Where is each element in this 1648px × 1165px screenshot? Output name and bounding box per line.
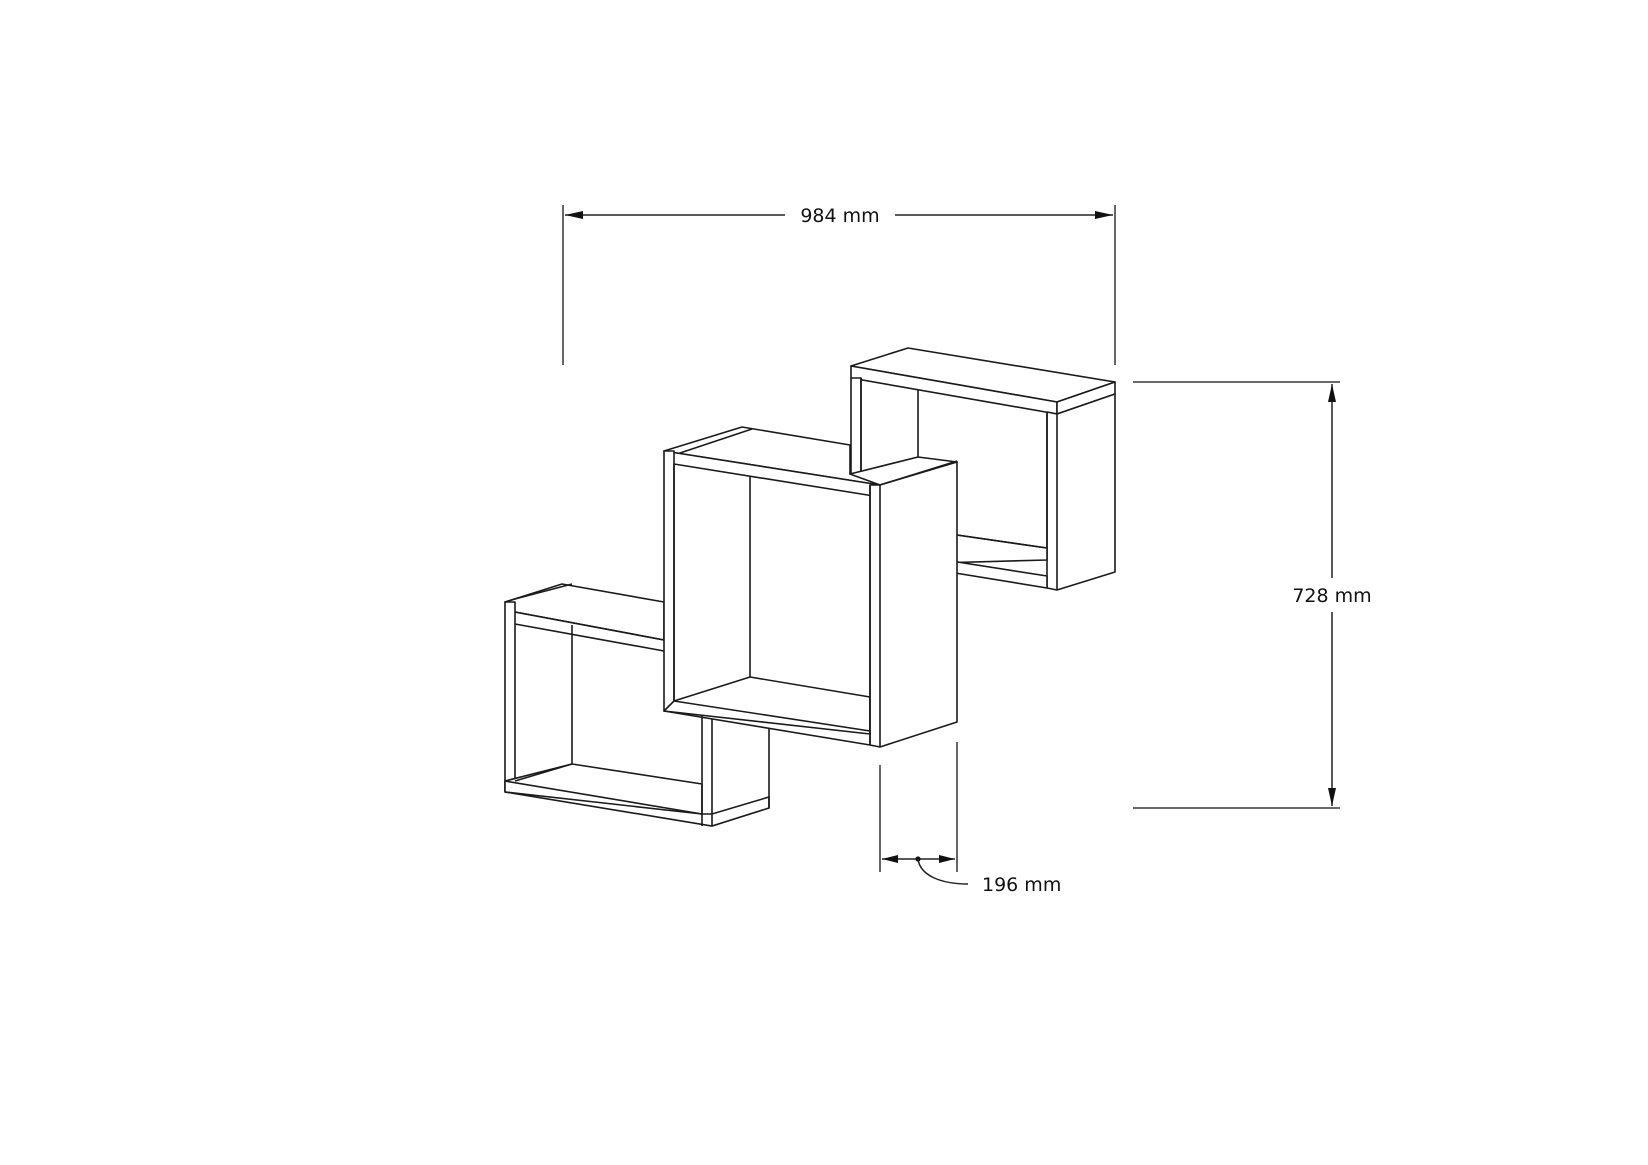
arrow-right-icon — [939, 855, 955, 863]
depth-dimension: 196 mm — [879, 742, 1061, 896]
arrow-left-icon — [565, 211, 583, 219]
depth-label: 196 mm — [982, 874, 1061, 896]
height-label: 728 mm — [1292, 585, 1371, 607]
width-dimension: 984 mm — [562, 205, 1116, 365]
arrow-right-icon — [1095, 211, 1113, 219]
center-box — [663, 426, 958, 748]
arrow-left-icon — [882, 855, 898, 863]
left-box — [504, 583, 770, 827]
arrow-down-icon — [1328, 788, 1336, 806]
width-label: 984 mm — [800, 205, 879, 227]
arrow-up-icon — [1328, 384, 1336, 402]
leader-line — [917, 858, 969, 885]
height-dimension: 728 mm — [1133, 381, 1372, 809]
